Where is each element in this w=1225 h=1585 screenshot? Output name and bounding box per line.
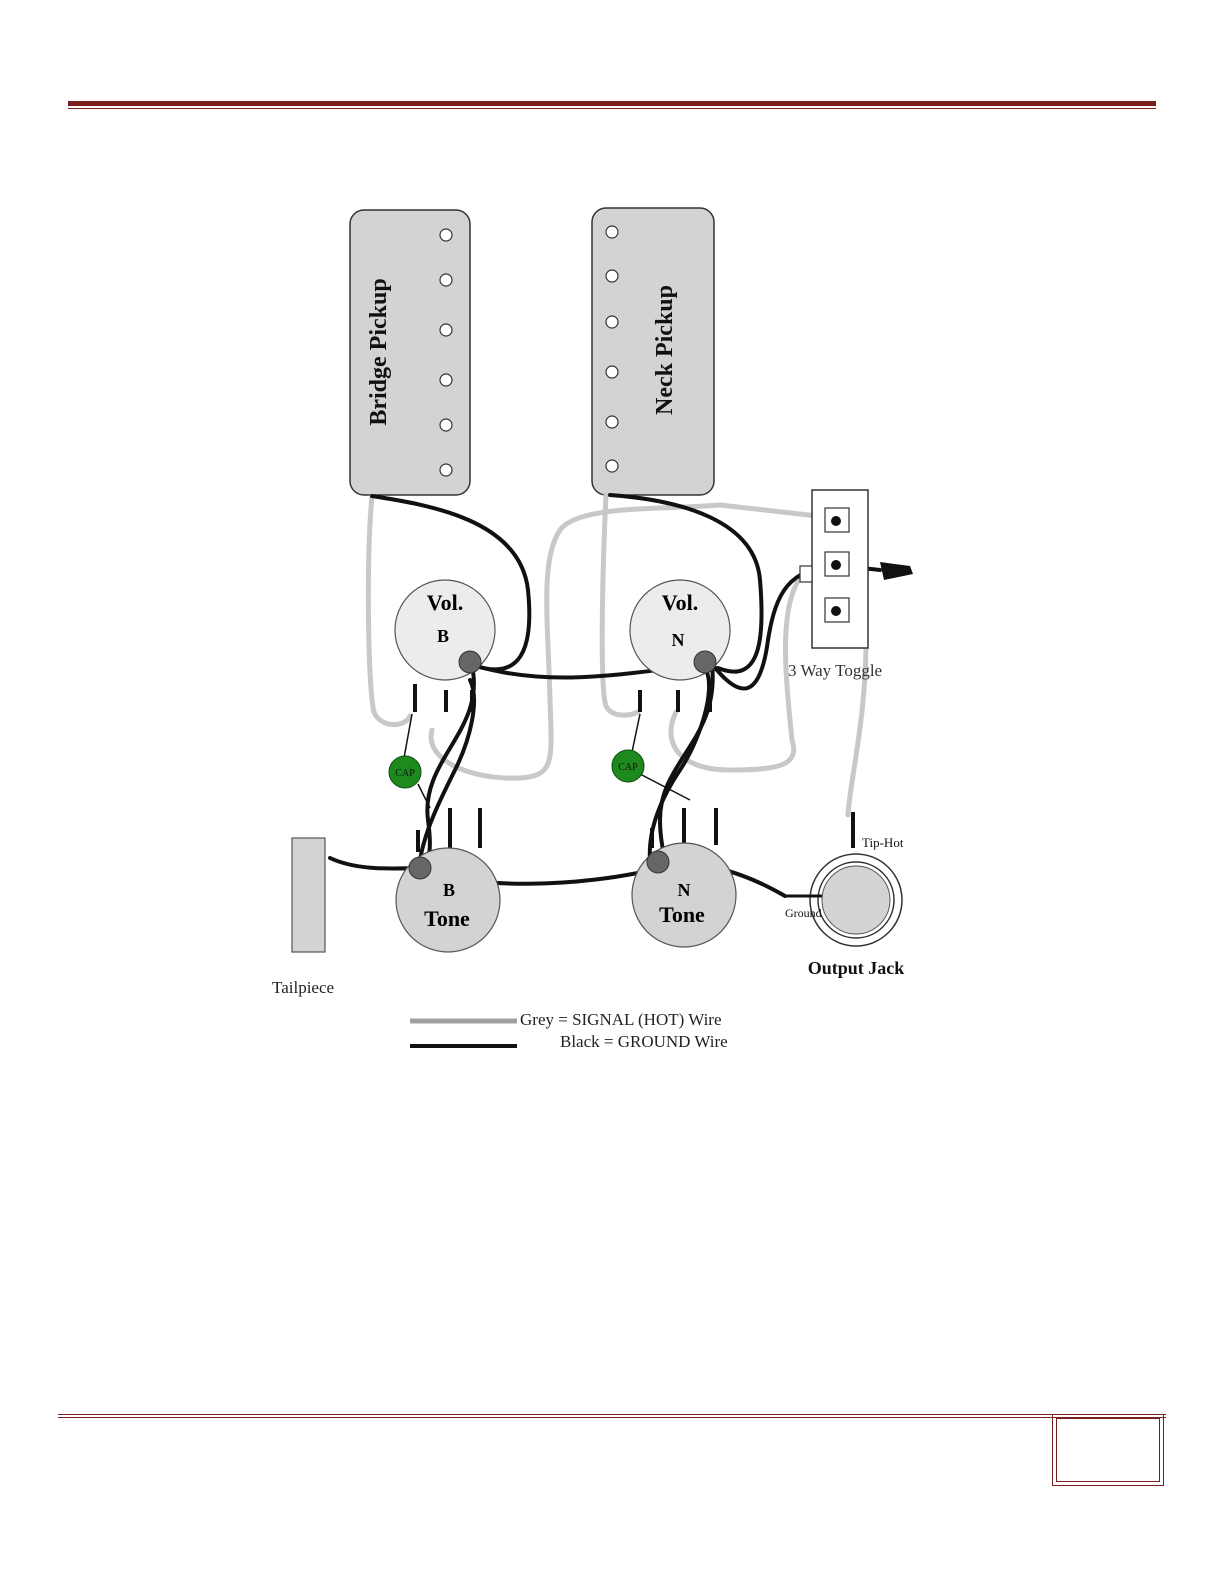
neck-pickup-label: Neck Pickup [652, 285, 678, 415]
footer-rule [58, 1414, 1166, 1415]
bridge-pickup-label: Bridge Pickup [366, 278, 392, 425]
tone-n-sub: N [678, 880, 691, 900]
vol-b-sub: B [437, 626, 449, 646]
bridge-pickup: Bridge Pickup [350, 210, 470, 495]
neck-pickup: Neck Pickup [592, 208, 714, 495]
three-way-toggle: 3 Way Toggle [788, 490, 913, 680]
tone-b-title: Tone [424, 906, 470, 931]
cap-n-label: CAP [618, 762, 638, 773]
tone-n-pot: N Tone [632, 808, 736, 947]
tone-b-pot: B Tone [396, 808, 500, 952]
jack-tip-label: Tip-Hot [862, 835, 904, 850]
tone-n-title: Tone [659, 902, 705, 927]
toggle-label: 3 Way Toggle [788, 661, 882, 680]
vol-n-pot: Vol. N [630, 580, 730, 712]
legend-grey-label: Grey = SIGNAL (HOT) Wire [520, 1010, 722, 1029]
legend: Grey = SIGNAL (HOT) Wire Black = GROUND … [410, 1010, 728, 1051]
jack-ground-label: Ground [785, 906, 822, 920]
vol-n-title: Vol. [662, 590, 698, 615]
cap-b-label: CAP [395, 768, 415, 779]
vol-b-pot: Vol. B [395, 580, 495, 712]
vol-b-title: Vol. [427, 590, 463, 615]
vol-n-sub: N [672, 630, 685, 650]
tailpiece-label: Tailpiece [272, 978, 334, 997]
cap-n: CAP [612, 714, 690, 800]
cap-b: CAP [389, 714, 430, 808]
page-number-box [1052, 1414, 1164, 1486]
output-jack: Tip-Hot Ground Output Jack [785, 812, 904, 978]
jack-title: Output Jack [808, 958, 905, 978]
tailpiece: Tailpiece [272, 838, 334, 997]
legend-black-label: Black = GROUND Wire [560, 1032, 728, 1051]
footer-rule-thin [58, 1417, 1166, 1418]
tone-b-sub: B [443, 880, 455, 900]
